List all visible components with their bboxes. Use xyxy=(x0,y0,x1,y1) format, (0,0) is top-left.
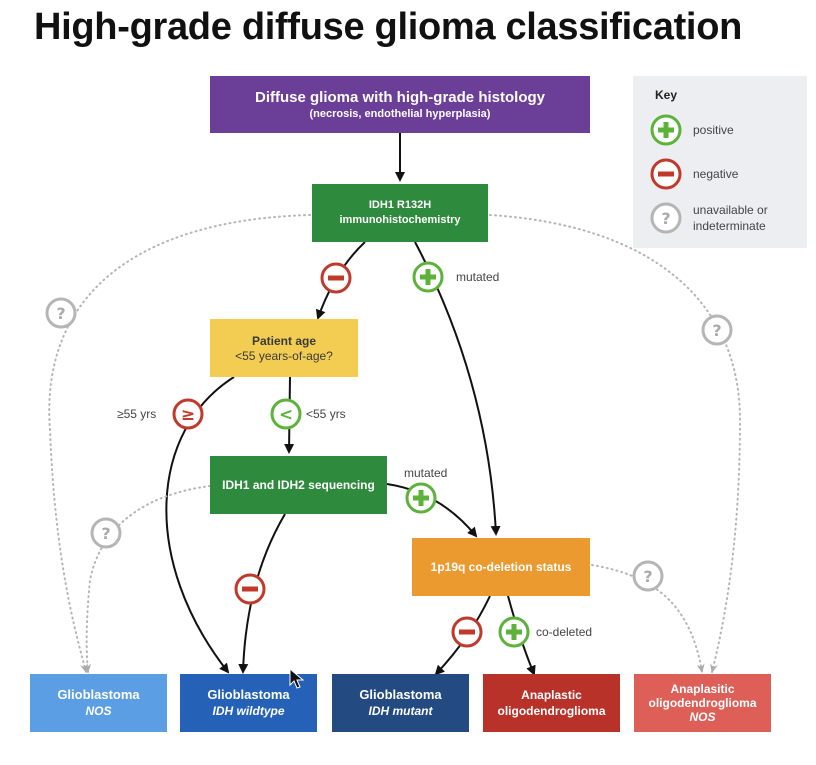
svg-text:?: ? xyxy=(56,304,65,323)
node-age-sub: <55 years-of-age? xyxy=(235,349,333,363)
legend-negative-icon xyxy=(650,158,682,190)
outcome-name: Glioblastoma xyxy=(207,687,290,702)
legend-positive-icon xyxy=(650,114,682,146)
node-age: Patient age <55 years-of-age? xyxy=(210,319,358,377)
node-ihc-line1: IDH1 R132H xyxy=(368,199,432,211)
positive-icon xyxy=(405,482,437,514)
negative-icon xyxy=(234,573,266,605)
positive-icon xyxy=(412,261,444,293)
edge-codel-unknown-to-ao-nos xyxy=(591,564,705,673)
legend-unknown-label-2: indeterminate xyxy=(693,219,766,233)
legend-key: Key ? positive negative unavailable or i… xyxy=(633,76,807,248)
outcome-qualifier: IDH wildtype xyxy=(212,704,285,718)
unknown-icon: ? xyxy=(45,297,77,329)
outcome-qualifier: NOS xyxy=(85,704,112,718)
outcome-anaplastic-oligodendroglioma: Anaplastic oligodendroglioma xyxy=(483,674,620,732)
svg-text:?: ? xyxy=(643,567,652,586)
page-title: High-grade diffuse glioma classification xyxy=(34,6,743,48)
edge-seq-unknown-to-gbm-nos xyxy=(83,485,211,673)
outcome-qualifier: IDH mutant xyxy=(368,704,433,718)
outcome-glioblastoma-nos: Glioblastoma NOS xyxy=(30,674,167,732)
node-codeletion: 1p19q co-deletion status xyxy=(412,538,590,596)
ge-symbol: ≥ xyxy=(181,405,195,425)
edge-age-ge55-to-gbm-wt xyxy=(165,376,235,674)
negative-icon xyxy=(451,616,483,648)
node-start-title: Diffuse glioma with high-grade histology xyxy=(254,89,545,106)
legend-icons: ? xyxy=(650,114,682,234)
node-codeletion-title: 1p19q co-deletion status xyxy=(430,560,572,574)
svg-text:?: ? xyxy=(712,321,721,340)
edge-label-ihc-mutated: mutated xyxy=(456,270,500,284)
node-age-title: Patient age xyxy=(251,334,317,348)
node-ihc: IDH1 R132H immunohistochemistry xyxy=(312,184,488,242)
age-ge55-badge-icon: ≥ xyxy=(172,398,204,430)
node-start: Diffuse glioma with high-grade histology… xyxy=(210,76,590,133)
age-lt55-badge-icon: < xyxy=(270,398,302,430)
node-sequencing: IDH1 and IDH2 sequencing xyxy=(210,456,387,514)
legend-negative-label: negative xyxy=(693,167,739,181)
edge-label-ge55: ≥55 yrs xyxy=(117,407,157,421)
outcome-line2: oligodendroglioma xyxy=(497,704,606,718)
outcome-name: Glioblastoma xyxy=(57,687,140,702)
edge-label-codeleted: co-deleted xyxy=(536,625,593,639)
node-start-sub: (necrosis, endothelial hyperplasia) xyxy=(309,108,491,120)
edge-ihc-unknown-to-ao-nos xyxy=(489,214,742,673)
legend-title: Key xyxy=(655,88,678,102)
legend-unknown-icon: ? xyxy=(650,202,682,234)
outcome-glioblastoma-idh-wildtype: Glioblastoma IDH wildtype xyxy=(180,674,317,732)
node-sequencing-title: IDH1 and IDH2 sequencing xyxy=(222,478,375,492)
outcome-anaplastic-oligodendroglioma-nos: Anaplasitic oligodendroglioma NOS xyxy=(634,674,771,732)
positive-icon xyxy=(498,616,530,648)
negative-icon xyxy=(320,262,352,294)
lt-symbol: < xyxy=(279,405,293,425)
outcome-line1: Anaplastic xyxy=(521,688,582,702)
outcome-line1: Anaplasitic xyxy=(670,682,735,696)
edge-label-lt55: <55 yrs xyxy=(306,407,346,421)
edge-label-seq-mutated: mutated xyxy=(404,466,448,480)
edge-ihc-unknown-to-gbm-nos xyxy=(48,214,311,673)
legend-positive-label: positive xyxy=(693,123,734,137)
legend-unknown-label-1: unavailable or xyxy=(693,203,768,217)
svg-text:?: ? xyxy=(661,209,670,228)
unknown-icon: ? xyxy=(701,314,733,346)
unknown-icon: ? xyxy=(632,560,664,592)
svg-text:?: ? xyxy=(101,524,110,543)
unknown-icon: ? xyxy=(90,517,122,549)
node-ihc-line2: immunohistochemistry xyxy=(339,214,461,226)
outcome-glioblastoma-idh-mutant: Glioblastoma IDH mutant xyxy=(332,674,469,732)
mouse-cursor-icon xyxy=(289,668,305,689)
outcome-qualifier: NOS xyxy=(689,710,716,724)
outcome-line2: oligodendroglioma xyxy=(648,696,757,710)
outcome-name: Glioblastoma xyxy=(359,687,442,702)
